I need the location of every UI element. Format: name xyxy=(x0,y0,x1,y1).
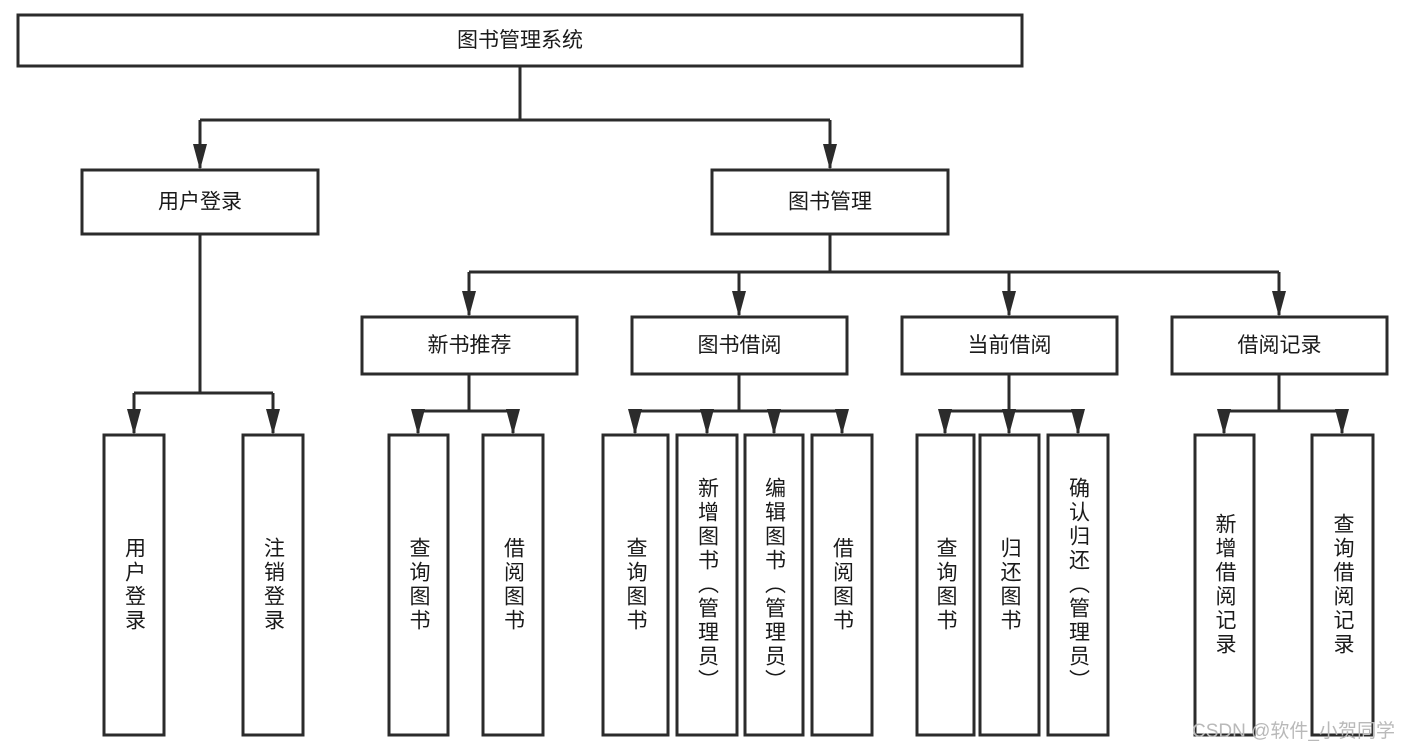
node-level2-box-book-manage[interactable] xyxy=(710,168,950,236)
arrow-head-icon xyxy=(506,409,520,435)
node-level3-label-book-borrow: 图书借阅 xyxy=(698,334,782,357)
node-level3-label-current-borrow: 当前借阅 xyxy=(968,334,1052,357)
arrow-head-icon xyxy=(732,291,746,317)
arrow-head-icon xyxy=(266,409,280,435)
watermark-text: CSDN @软件_小贺同学 xyxy=(1192,721,1395,742)
arrow-head-icon xyxy=(462,291,476,317)
node-leaf-box-leaf-user-login[interactable] xyxy=(102,433,166,737)
node-level2-box-user-login[interactable] xyxy=(80,168,320,236)
arrow-head-icon xyxy=(1002,291,1016,317)
node-level2-label-book-manage: 图书管理 xyxy=(788,191,872,214)
node-leaf-box-leaf-query-book-3[interactable] xyxy=(915,433,976,737)
arrow-head-icon xyxy=(823,144,837,170)
node-leaf-box-leaf-borrow-book-1[interactable] xyxy=(481,433,545,737)
arrow-head-icon xyxy=(127,409,141,435)
node-level3-label-new-book-recommend: 新书推荐 xyxy=(428,334,512,357)
node-level3-box-borrow-record[interactable] xyxy=(1170,315,1389,376)
node-leaf-box-leaf-query-record[interactable] xyxy=(1310,433,1375,737)
arrow-head-icon xyxy=(1002,409,1016,435)
node-leaf-box-leaf-borrow-book-2[interactable] xyxy=(810,433,874,737)
node-leaf-box-leaf-add-book[interactable] xyxy=(675,433,739,737)
boxes-layer xyxy=(16,13,1389,737)
node-root-label: 图书管理系统 xyxy=(457,29,583,52)
node-level3-box-book-borrow[interactable] xyxy=(630,315,849,376)
arrow-head-icon xyxy=(767,409,781,435)
arrow-head-icon xyxy=(938,409,952,435)
arrow-head-icon xyxy=(1272,291,1286,317)
arrow-head-icon xyxy=(1071,409,1085,435)
connectors-layer xyxy=(127,66,1349,435)
node-level2-label-user-login: 用户登录 xyxy=(158,191,242,214)
node-leaf-box-leaf-confirm-return[interactable] xyxy=(1046,433,1110,737)
node-leaf-box-leaf-add-record[interactable] xyxy=(1193,433,1256,737)
node-level3-box-new-book-recommend[interactable] xyxy=(360,315,579,376)
node-level3-label-borrow-record: 借阅记录 xyxy=(1238,334,1322,357)
node-root-box[interactable] xyxy=(16,13,1024,68)
node-level3-box-current-borrow[interactable] xyxy=(900,315,1119,376)
node-leaf-box-leaf-query-book-2[interactable] xyxy=(601,433,670,737)
arrow-head-icon xyxy=(411,409,425,435)
arrow-head-icon xyxy=(628,409,642,435)
node-leaf-box-leaf-edit-book[interactable] xyxy=(743,433,805,737)
arrow-head-icon xyxy=(835,409,849,435)
node-leaf-box-leaf-user-logout[interactable] xyxy=(241,433,305,737)
node-leaf-box-leaf-query-book-1[interactable] xyxy=(387,433,450,737)
arrow-head-icon xyxy=(1217,409,1231,435)
arrow-head-icon xyxy=(193,144,207,170)
arrow-head-icon xyxy=(1335,409,1349,435)
arrow-head-icon xyxy=(700,409,714,435)
node-leaf-box-leaf-return-book[interactable] xyxy=(978,433,1041,737)
